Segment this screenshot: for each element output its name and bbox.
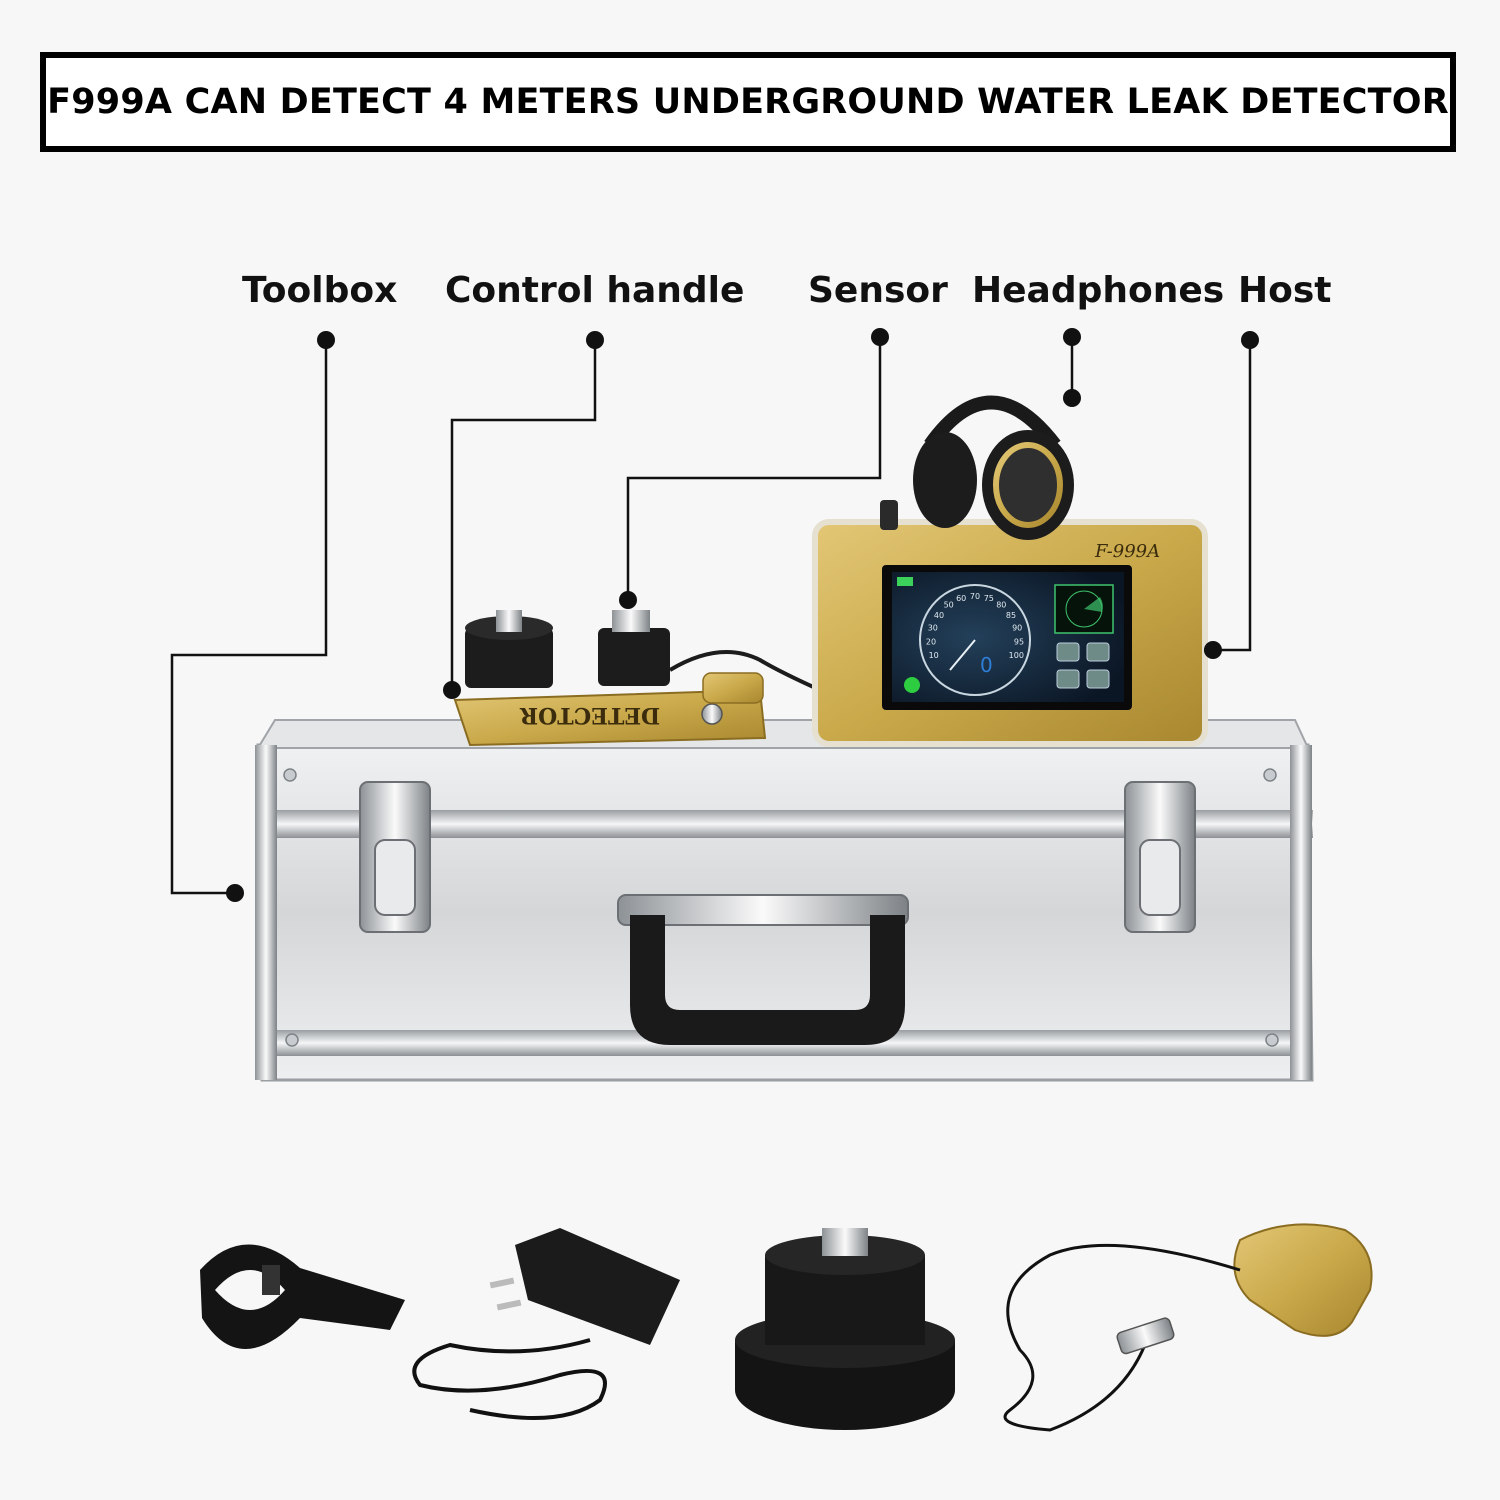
host-buttons — [1056, 642, 1110, 689]
gauge-tick-label: 70 — [970, 592, 980, 601]
accessory-charger — [412, 1228, 680, 1420]
gauge-tick-label: 30 — [928, 623, 938, 632]
power-indicator — [904, 677, 920, 693]
handle-detector-label: DETECTOR — [519, 702, 660, 728]
label-sensor: Sensor — [808, 270, 948, 311]
gauge-tick-label: 100 — [1009, 651, 1024, 660]
gauge-tick-label: 60 — [956, 594, 966, 603]
headphones-illustration — [913, 395, 1074, 540]
label-headphones: Headphones — [972, 270, 1225, 311]
gauge-tick-label: 20 — [926, 637, 936, 646]
title-banner: F999A CAN DETECT 4 METERS UNDERGROUND WA… — [40, 52, 1456, 152]
latch-right — [1124, 781, 1196, 933]
accessory-control-box — [1003, 1223, 1373, 1432]
gauge-tick-label: 85 — [1006, 611, 1016, 620]
gauge-reading: 0 — [980, 653, 993, 677]
gauge-tick-label: 50 — [944, 601, 954, 610]
gauge-tick-label: 80 — [996, 601, 1006, 610]
gauge-tick-label: 75 — [984, 594, 994, 603]
battery-icon — [897, 577, 913, 586]
leader-lines — [170, 337, 1252, 895]
gauge-tick-label: 10 — [929, 651, 939, 660]
case-handle — [617, 894, 909, 1045]
page-title: F999A CAN DETECT 4 METERS UNDERGROUND WA… — [47, 82, 1449, 122]
label-host: Host — [1238, 270, 1332, 311]
accessory-strap — [200, 1244, 405, 1349]
accessory-sensor-probe — [735, 1228, 955, 1430]
leader-dots — [226, 328, 1259, 902]
gauge-tick-label: 40 — [934, 611, 944, 620]
control-handle-illustration: DETECTOR — [453, 672, 767, 747]
sensor-probe-2 — [598, 610, 821, 692]
gauge-tick-label: 90 — [1012, 623, 1022, 632]
label-control-handle: Control handle — [445, 270, 745, 311]
gauge-tick-label: 95 — [1014, 637, 1024, 646]
label-toolbox: Toolbox — [242, 270, 398, 311]
host-model-label: F-999A — [1094, 541, 1160, 562]
latch-left — [359, 781, 431, 933]
sensor-probe-1 — [465, 610, 553, 688]
